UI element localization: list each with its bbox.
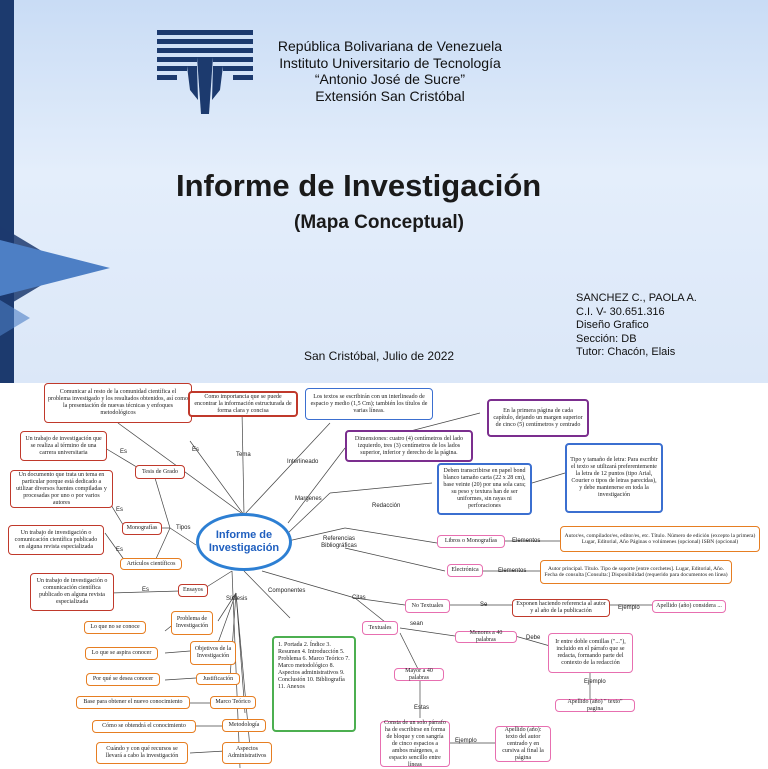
node-no-textuales: No Textuales — [405, 599, 450, 613]
node-textuales: Textuales — [362, 621, 398, 635]
node-comunicar: Comunicar al resto de la comunidad cient… — [44, 383, 192, 423]
label-elementos: Elementos — [512, 538, 541, 544]
author-info: SANCHEZ C., PAOLA A. C.I. V- 30.651.316 … — [576, 292, 697, 360]
node-aspectos: Aspectos Administrativos — [222, 742, 272, 764]
node-tesis: Tesis de Grado — [135, 465, 185, 479]
node-primera-pagina: En la primera página de cada capítulo, d… — [487, 399, 589, 437]
label-ejemplo: Ejemplo — [584, 679, 606, 685]
author-line: Sección: DB — [576, 332, 637, 345]
node-componentes-list: 1. Portada 2. Índice 3. Resumen 4. Intro… — [272, 636, 356, 732]
chevron-decoration — [0, 240, 110, 296]
node-por-que: Por qué se desea conocer — [86, 673, 160, 686]
node-como: Cómo se obtendrá el conocimiento — [92, 720, 196, 733]
center-node: Informe de Investigación — [196, 513, 292, 571]
place-date: San Cristóbal, Julio de 2022 — [304, 349, 455, 363]
label-es: Es — [116, 547, 124, 553]
page-title: Informe de Investigación — [176, 168, 542, 203]
node-tesis-def: Un trabajo de investigación que se reali… — [20, 431, 107, 461]
institution-line: Extensión San Cristóbal — [315, 87, 465, 104]
label-ejemplo: Ejemplo — [455, 738, 477, 744]
node-electronica: Electrónica — [447, 564, 483, 577]
author-line: Tutor: Chacón, Elais — [576, 346, 676, 358]
node-objetivos: Objetivos de la Investigación — [190, 641, 236, 665]
node-libros: Libros o Monografías — [437, 535, 505, 548]
node-menores: Menores a 40 palabras — [455, 630, 517, 643]
label-tema: Tema — [236, 452, 251, 458]
node-letra: Tipo y tamaño de letra: Para escribir el… — [565, 443, 663, 513]
label-es: Es — [192, 447, 200, 453]
author-line: Diseño Grafico — [576, 319, 649, 331]
label-elementos: Elementos — [498, 568, 527, 574]
node-libros-elementos: Autor/es, compilador/es, editor/es, etc.… — [560, 526, 760, 552]
concept-map: Informe de Investigación Comunicar al re… — [0, 383, 768, 768]
page-subtitle: (Mapa Conceptual) — [294, 212, 464, 233]
label-interlineado: Interlineado — [287, 459, 319, 465]
label-estas: Estas — [414, 705, 430, 711]
node-textos-interlineado: Los textos se escribirán con un interlin… — [305, 388, 433, 420]
label-debe: Debe — [526, 635, 541, 641]
node-que-no-conoce: Lo que no se conoce — [84, 621, 146, 634]
node-ensayos: Ensayos — [178, 584, 208, 597]
label-margenes: Margenes — [295, 496, 322, 502]
node-monografia-def: Un documento que trata un tema en partic… — [10, 470, 113, 508]
node-consta: Consta de un solo párrafo ha de escribir… — [380, 720, 450, 768]
label-sean: sean — [410, 621, 424, 627]
node-articulo-def: Un trabajo de investigación o comunicaci… — [8, 525, 104, 555]
label-es: Es — [116, 507, 124, 513]
label-es: Es — [120, 449, 128, 455]
chevron-decoration-small — [0, 300, 30, 336]
author-line: C.I. V- 30.651.316 — [576, 305, 665, 318]
institution-line: República Bolivariana de Venezuela — [277, 38, 503, 54]
label-citas: Citas — [352, 595, 366, 601]
node-metodologia: Metodología — [222, 719, 266, 732]
node-no-textuales-def: Exponen haciendo referencia al autor y a… — [512, 599, 610, 617]
node-problema: Problema de Investigación — [171, 611, 213, 635]
label-referencias: Referencias Bibliográficas — [321, 536, 357, 549]
label-se: Se — [480, 602, 488, 608]
label-ejemplo: Ejemplo — [618, 605, 640, 611]
label-sintesis: Síntesis — [226, 596, 248, 602]
node-mayor: Mayor a 40 palabras — [394, 668, 444, 681]
label-redaccion: Redacción — [372, 503, 401, 509]
title-slide: República Bolivariana de Venezuela Insti… — [0, 0, 768, 383]
node-ej-no-textual: Apellido (año) considera ... — [652, 600, 726, 613]
author-line: SANCHEZ C., PAOLA A. — [576, 292, 697, 304]
label-componentes: Componentes — [268, 588, 306, 594]
iut-logo-icon — [157, 30, 253, 114]
node-base: Base para obtener el nuevo conocimiento — [76, 696, 190, 709]
node-ensayo-def: Un trabajo de investigación o comunicaci… — [30, 573, 114, 611]
label-es: Es — [142, 587, 150, 593]
node-monografias: Monografías — [122, 522, 162, 535]
label-tipos: Tipos — [176, 525, 191, 531]
node-recursos: Cuándo y con qué recursos se llevará a c… — [96, 742, 188, 764]
node-justificacion: Justificación — [196, 673, 240, 685]
node-marco: Marco Teórico — [210, 696, 256, 709]
node-articulos: Artículos científicos — [120, 558, 182, 570]
node-ej-mayor: Apellido (año): texto del autor centrado… — [495, 726, 551, 762]
node-papel: Deben transcribirse en papel bond blanco… — [437, 463, 532, 515]
node-electronica-elementos: Autor principal. Título. Tipo de soporte… — [540, 560, 732, 584]
node-menores-def: Ir entre doble comillas ("..."), incluid… — [548, 633, 633, 673]
institution-line: Instituto Universitario de Tecnología — [279, 54, 501, 71]
componentes-list-text: 1. Portada 2. Índice 3. Resumen 4. Intro… — [278, 642, 350, 690]
node-importancia: Como importancia que se puede encontrar … — [188, 391, 298, 417]
node-ej-menor: Apellido (año) " texto" pagina — [555, 699, 635, 712]
institution-header: República Bolivariana de Venezuela Insti… — [275, 38, 505, 104]
institution-line: “Antonio José de Sucre” — [314, 71, 466, 87]
node-aspira: Lo que se aspira conocer — [85, 647, 158, 660]
node-dimensiones: Dimensiones: cuatro (4) centímetros del … — [345, 430, 473, 462]
